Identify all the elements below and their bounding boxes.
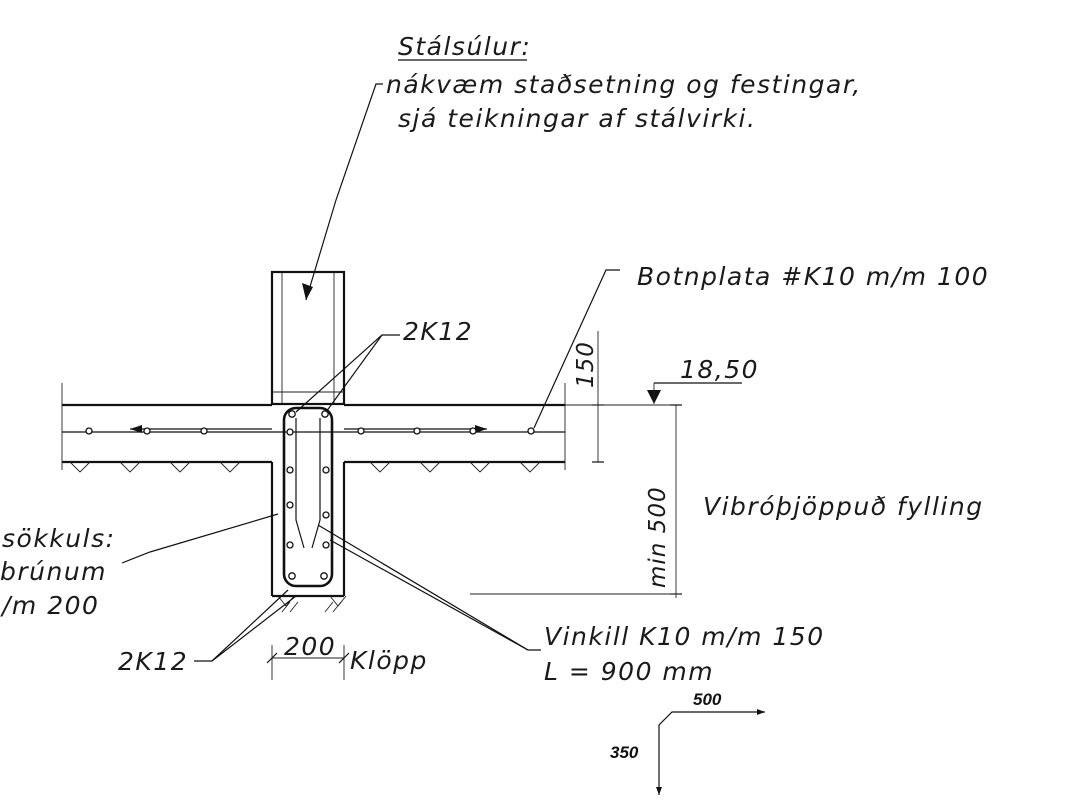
fill-depth-dimension: min 500 — [645, 486, 671, 588]
strip-footing — [270, 406, 347, 607]
footing-label-line3: /m 200 — [0, 591, 99, 620]
bottom-bars-label: 2K12 — [118, 647, 188, 676]
slab-label-leader — [533, 269, 620, 429]
floor-slab — [61, 383, 566, 473]
footing-label-leader — [121, 513, 279, 564]
column-leader — [302, 83, 383, 301]
width-dimension-label: 200 — [284, 632, 336, 661]
bend-leg-horizontal: 500 — [693, 690, 722, 709]
fill-label: Vibróþjöppuð fylling — [703, 492, 984, 521]
bend-leg-vertical: 350 — [610, 743, 639, 762]
angle-bar-label-line2: L = 900 mm — [544, 657, 714, 686]
top-bars-leader — [295, 334, 400, 413]
rock-label: Klöpp — [350, 646, 428, 675]
column-title: Stálsúlur: — [398, 32, 531, 61]
bottom-bars-leader — [194, 589, 297, 662]
level-mark: 18,50 — [680, 355, 759, 384]
column-note-line2: sjá teikningar af stálvirki. — [398, 104, 756, 133]
bend-shape — [656, 709, 765, 795]
slab-label: Botnplata #K10 m/m 100 — [637, 262, 989, 291]
rock-base-hatch — [281, 601, 342, 613]
steel-column — [270, 270, 346, 406]
angle-bar-label-line1: Vinkill K10 m/m 150 — [544, 622, 825, 651]
column-note-line1: nákvæm staðsetning og festingar, — [386, 70, 862, 99]
width-dimension — [266, 645, 350, 680]
footing-label-line2: brúnum — [0, 557, 107, 586]
footing-label-line1: sökkuls: — [2, 524, 116, 553]
slab-thickness-dimension: 150 — [573, 341, 599, 388]
dimension-lines — [470, 331, 742, 598]
top-bars-label: 2K12 — [403, 317, 473, 346]
angle-bar-leader — [317, 524, 541, 651]
